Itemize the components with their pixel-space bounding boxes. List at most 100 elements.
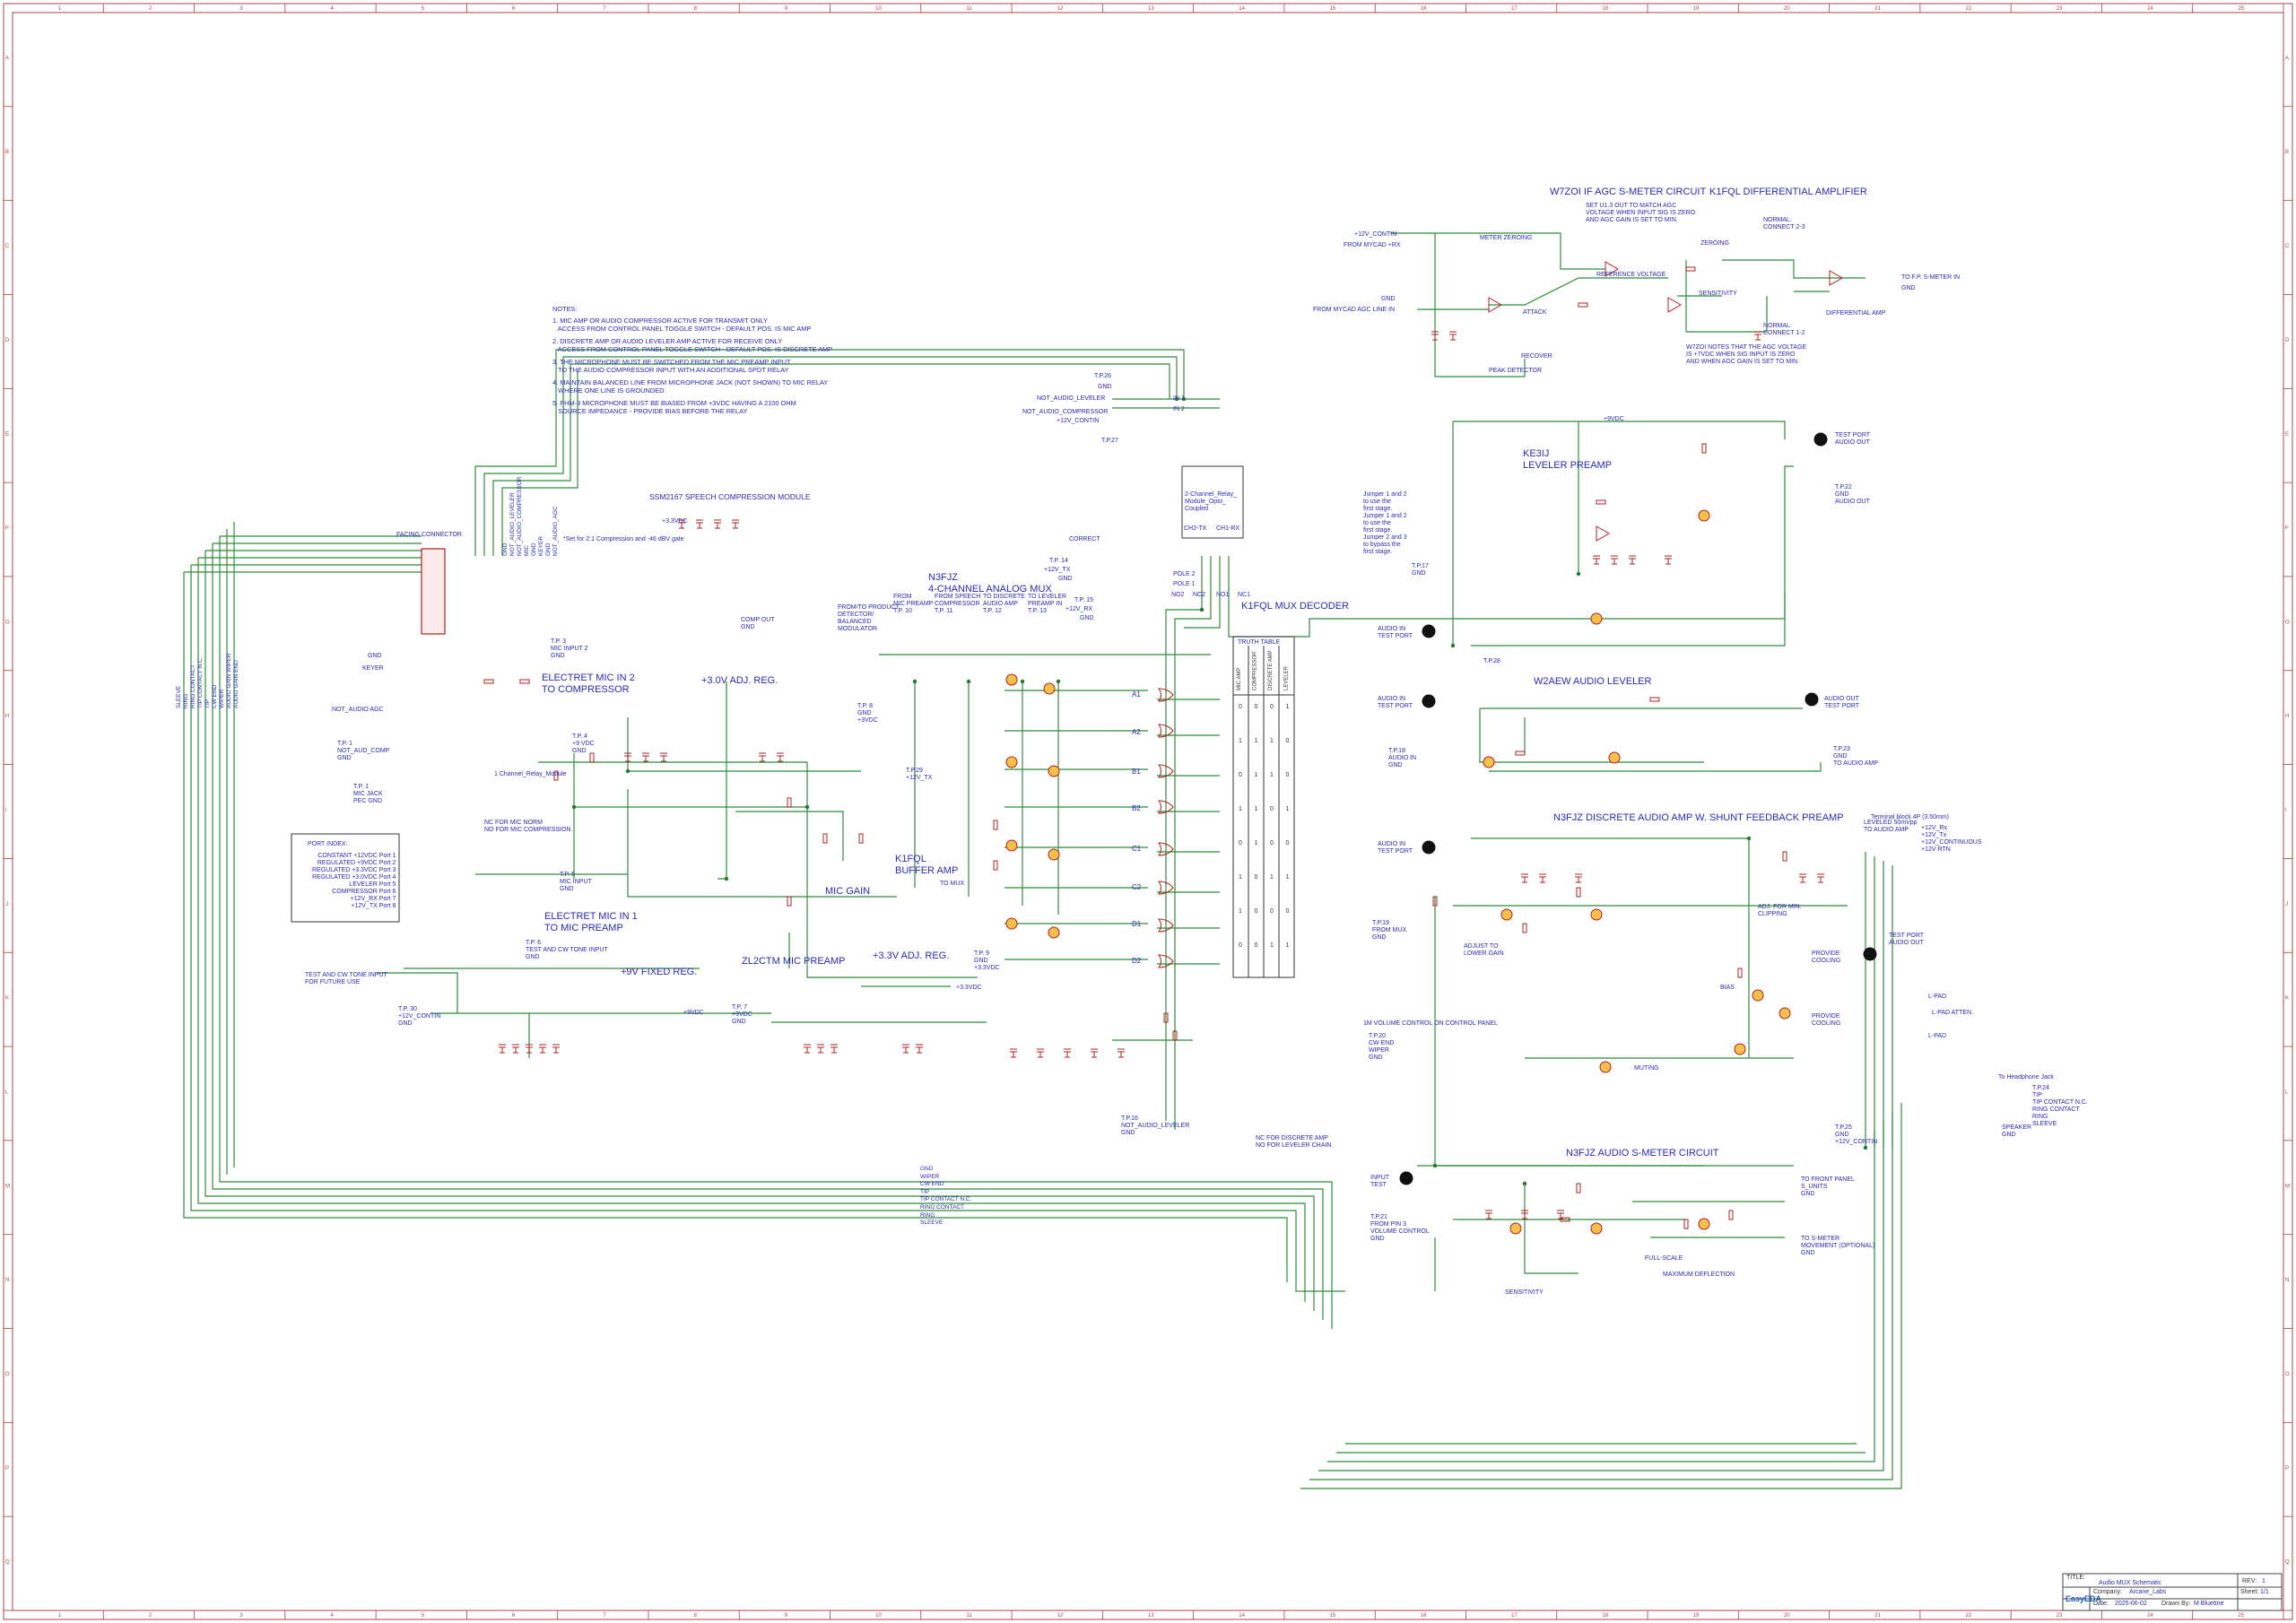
tb-date-label: Date: (2093, 1601, 2109, 1607)
zone-number: 15 (1330, 1613, 1336, 1619)
label-tp18: T.P.18 AUDIO IN GND (1388, 748, 1417, 769)
tb-title: Audio MUX Schematic (2099, 1580, 2162, 1586)
relay-ch1: CH1-RX (1216, 525, 1240, 532)
zone-number: 4 (330, 6, 334, 12)
mux-to-discrete: TO DISCRETE AUDIO AMP T.P. 12 (983, 594, 1025, 615)
facing-connector (421, 548, 446, 635)
label-audio-in-tp3: AUDIO IN TEST PORT (1378, 841, 1413, 855)
transistor-symbol (1043, 682, 1056, 695)
zone-letter: L (2285, 1089, 2289, 1095)
tb-company: Arcane_Labs (2129, 1589, 2167, 1595)
label-muting: MUTING (1634, 1065, 1659, 1072)
transistor-symbol (1752, 989, 1764, 1002)
label-adjust-gain: ADJUST TO LOWER GAIN (1464, 943, 1504, 958)
port-index-title: PORT INDEX: (308, 841, 348, 847)
resistor-symbol (993, 860, 998, 871)
relay-rx12: +12V_RX (1065, 606, 1093, 612)
zone-number: 1 (58, 6, 62, 12)
truth-table-cell: 1 (1255, 738, 1258, 744)
title-block (2062, 1573, 2283, 1611)
connector-net-label: GND (545, 542, 552, 556)
wire-junction (724, 876, 729, 881)
test-port-jack (1422, 694, 1436, 708)
label-tp21: T.P.21 FROM PIN 3 VOLUME CONTROL GND (1370, 1214, 1430, 1243)
tb-company-label: Company: (2093, 1589, 2122, 1595)
notes-line: 2. DISCRETE AMP OR AUDIO LEVELER AMP ACT… (552, 337, 783, 346)
capacitor-symbol (499, 1044, 506, 1054)
label-audio-out-tp: AUDIO OUT TEST PORT (1824, 696, 1860, 710)
zone-number: 7 (603, 1613, 606, 1619)
label-relay-module-small: 1 Channel_Relay_Module (494, 771, 567, 777)
tb-rev: 1 (2262, 1578, 2266, 1584)
wire-junction (1432, 1163, 1438, 1168)
truth-table-cell: 1 (1255, 772, 1258, 778)
relay-in2: IN 2 (1173, 406, 1185, 412)
transistor-symbol (1608, 751, 1621, 764)
relay-correct: CORRECT (1069, 536, 1100, 542)
capacitor-symbol (1817, 873, 1824, 883)
mux-channel-label: A1 (1132, 690, 1141, 699)
truth-table-cell: 0 (1270, 840, 1274, 846)
connector-net-label: NOT_AUDIO_AGC (552, 506, 559, 556)
truth-table-cell: 1 (1286, 874, 1290, 881)
mux-to-mux: TO MUX (940, 881, 965, 887)
capacitor-symbol (678, 519, 685, 529)
connector-net-label: GND (502, 542, 509, 556)
label-audio-in-tp: AUDIO IN TEST PORT (1378, 626, 1413, 640)
zone-number: 16 (1421, 6, 1427, 12)
mux-from-speech: FROM SPEECH COMPRESSOR T.P. 11 (935, 594, 981, 615)
capacitor-symbol (902, 1044, 909, 1054)
zone-number: 24 (2147, 6, 2153, 12)
truth-table-cell: 0 (1270, 908, 1274, 915)
bus-vertical-label: TIP (204, 699, 211, 708)
transistor-symbol (1005, 756, 1018, 768)
capacitor-symbol (804, 1044, 811, 1054)
connector-net-label: NOT_AUDIO_LEVELER (509, 492, 516, 556)
capacitor-symbol (1629, 555, 1636, 565)
notes-line: ACCESS FROM CONTROL PANEL TOGGLE SWITCH … (552, 324, 812, 333)
zone-number: 5 (422, 6, 425, 12)
resistor-symbol (1515, 751, 1526, 756)
truth-table-cell: 0 (1255, 908, 1258, 915)
truth-table-cell: 1 (1286, 806, 1290, 812)
wire-junction (1199, 607, 1205, 612)
capacitor-symbol (1799, 873, 1806, 883)
transistor-symbol (1590, 1222, 1603, 1235)
smeter-zeroing: ZEROING (1700, 240, 1729, 247)
title-smeter-if: W7ZOI IF AGC S-METER CIRCUIT (1550, 187, 1707, 197)
label-tp24: T.P.24 TIP TIP CONTACT N.C. RING CONTACT… (2032, 1085, 2088, 1128)
label-to-headphone: To Headphone Jack (1998, 1074, 2054, 1081)
relay-gnd14: GND (1058, 576, 1073, 582)
resistor-symbol (858, 833, 864, 844)
resistor-symbol (1683, 1219, 1689, 1229)
notes-line: 1. MIC AMP OR AUDIO COMPRESSOR ACTIVE FO… (552, 317, 769, 325)
relay-nc2: NC2 (1193, 592, 1206, 598)
zone-number: 10 (875, 1613, 882, 1619)
label-supply: +12V_Rx +12V_Tx +12V_CONTINUOUS +12V RTN (1921, 825, 1982, 854)
transistor-symbol (1590, 908, 1603, 921)
tb-drawn-label: Drawn By: (2161, 1601, 2191, 1607)
zone-number: 20 (1784, 1613, 1790, 1619)
label-leveler-9v: +9VDC (1604, 416, 1624, 422)
logic-gate-symbol (1158, 842, 1174, 856)
wire-junction (804, 804, 810, 810)
zone-number: 14 (1239, 1613, 1245, 1619)
transistor-symbol (1779, 1007, 1791, 1020)
label-not-agc: NOT_AUDIO AGC (332, 707, 384, 713)
label-lpad-atten: L-PAD ATTEN. (1932, 1010, 1974, 1016)
label-tp1b: T.P. 1 MIC JACK PEC GND (353, 784, 383, 805)
mux-from-mic-preamp: FROM MIC PREAMP T.P. 10 (893, 594, 934, 615)
zone-letter: D (2285, 338, 2290, 343)
relay-no1: NO1 (1216, 592, 1230, 598)
capacitor-symbol (526, 1044, 533, 1054)
notes-line: SOURCE IMPEDANCE - PROVIDE BIAS BEFORE T… (552, 406, 748, 415)
mux-to-leveler: TO LEVELER PREAMP IN T.P. 13 (1028, 594, 1067, 615)
transistor-symbol (1509, 1222, 1522, 1235)
smeter-ref-voltage: REFERENCE VOLTAGE (1596, 272, 1666, 278)
wire-junction (1863, 1145, 1868, 1150)
wire-junction (571, 804, 577, 810)
label-to-smeter: TO S-METER MOVEMENT (OPTIONAL) GND (1801, 1236, 1875, 1257)
capacitor-symbol (817, 1044, 824, 1054)
label-tp8: T.P. 8 GND +3VDC (857, 703, 878, 725)
tb-sheet-label: Sheet: (2240, 1589, 2259, 1595)
